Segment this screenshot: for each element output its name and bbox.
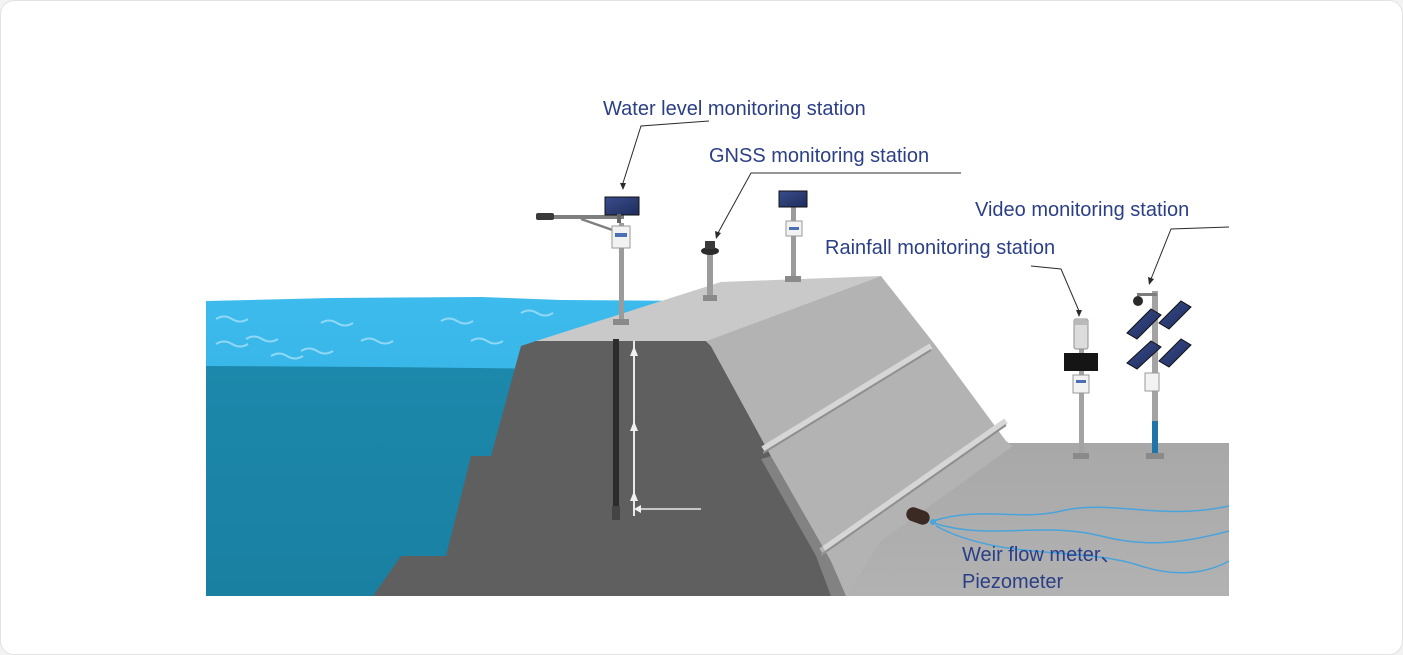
label-gnss-station: GNSS monitoring station xyxy=(709,145,929,167)
dam-body xyxy=(373,276,1013,596)
dam-downstream-face xyxy=(706,276,1013,596)
water-level-well xyxy=(612,339,701,520)
label-video-station: Video monitoring station xyxy=(975,199,1189,221)
leader-lines xyxy=(620,120,1230,317)
video-station xyxy=(1126,291,1192,459)
gnss-station xyxy=(701,241,719,301)
downstream-rain-station xyxy=(1064,318,1098,459)
label-weir-flow-meter: Weir flow meter、 xyxy=(962,544,1121,566)
label-rainfall-station: Rainfall monitoring station xyxy=(825,237,1055,259)
weir-flow-meter xyxy=(906,505,1230,574)
water-level-station xyxy=(536,196,640,325)
rainfall-station xyxy=(778,190,808,282)
dam-upstream-face xyxy=(373,341,846,596)
water-ripples xyxy=(215,309,554,360)
label-water-level-station: Water level monitoring station xyxy=(603,98,866,120)
label-piezometer: Piezometer xyxy=(962,571,1063,593)
